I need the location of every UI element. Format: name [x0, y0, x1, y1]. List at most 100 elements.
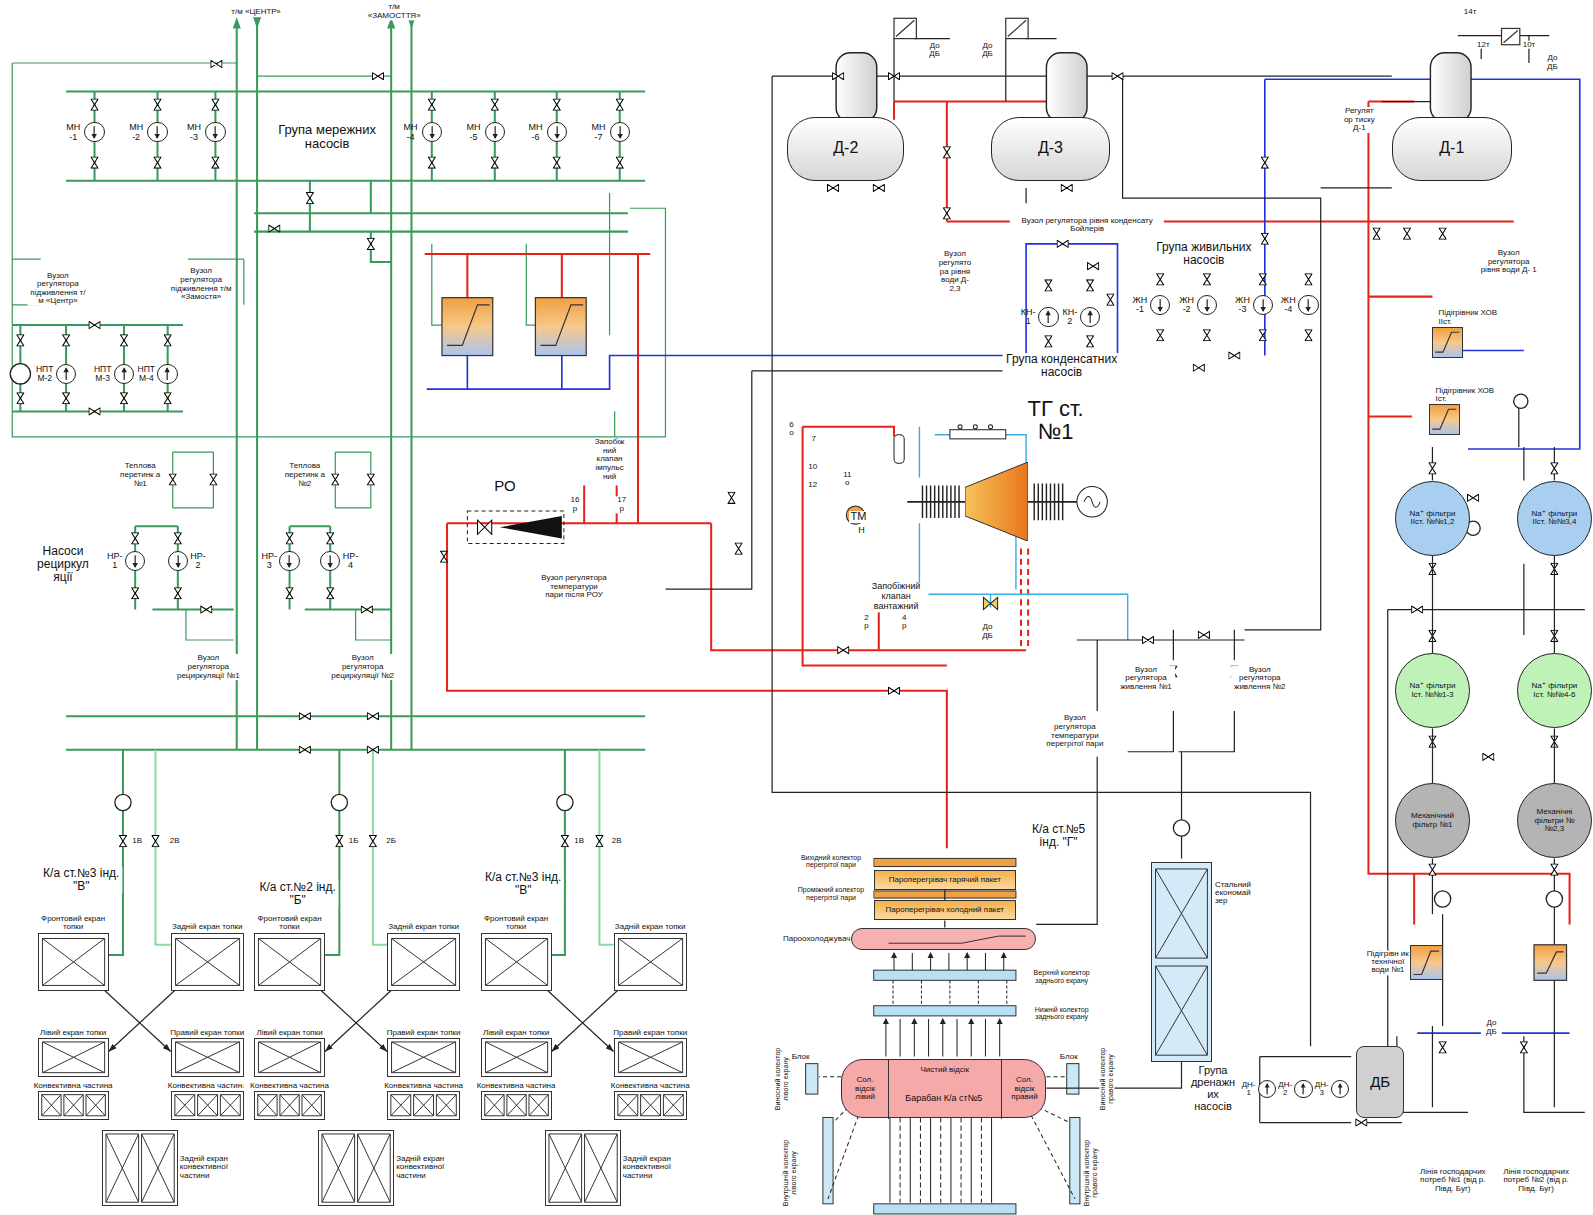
panel-cross	[391, 1095, 411, 1116]
panel-cross	[392, 1042, 456, 1073]
drum-compartment: Сол. відсік лівий	[842, 1060, 889, 1119]
heater-box: Підігрівн ик технічної води №1	[1410, 945, 1443, 981]
text-label: Н	[857, 526, 866, 536]
panel-cross	[1156, 868, 1208, 957]
panel-inner	[618, 1042, 682, 1073]
panel-tubes	[255, 934, 324, 990]
pump-symbol: ЖН -2	[1197, 295, 1217, 315]
node-label: Підігрівник ХОВ Іст.	[1435, 387, 1498, 404]
panel-tubes	[388, 934, 459, 990]
panel-tubes	[388, 1092, 459, 1118]
node-label: НПТ М-4	[136, 365, 156, 383]
node-label: НР- 2	[189, 551, 207, 570]
panel-inner	[640, 1095, 660, 1116]
node-label: Правий екран топки	[385, 1029, 462, 1037]
boiler-drum: Барабан К/а ст№5Сол. відсік лівийЧистий …	[841, 1059, 1046, 1118]
pump-arrow	[548, 123, 566, 141]
panel-cross	[392, 938, 456, 985]
economizer-cross	[1152, 863, 1211, 1061]
node-label: Пароперегрівач гарячий пакет	[889, 876, 1001, 884]
pump-arrow-head	[1338, 1083, 1343, 1088]
pump-arrow-head	[287, 563, 292, 568]
text-label: К/а ст.№3 інд. "В"	[41, 867, 122, 893]
panel-inner	[548, 1134, 581, 1202]
panel-inner	[280, 1095, 299, 1116]
text-label: 14т	[1463, 8, 1478, 17]
screen-panel: Лівий екран топки	[254, 1038, 325, 1077]
text-label: 12	[807, 480, 818, 489]
text-label: 1В	[131, 837, 143, 846]
node-label: ДН- 3	[1314, 1081, 1330, 1098]
panel-cross	[618, 1042, 682, 1073]
screen-panel: Задній екран топки	[171, 933, 244, 991]
panel-cross	[258, 1095, 277, 1116]
node-label: МН -4	[400, 123, 420, 142]
text-label: 16 р	[567, 496, 583, 513]
panel-tubes	[39, 1092, 108, 1118]
node-label: Д-1	[1439, 140, 1464, 157]
panel-cross	[280, 1095, 299, 1116]
filter-vessel: Механічні фільтри №№2,3	[1517, 783, 1592, 858]
pump-symbol: КН- 1	[1038, 307, 1058, 327]
pump-symbol: МН -6	[547, 122, 567, 142]
screen-panel: Фронтовий екран топки	[254, 933, 325, 991]
rear-screen-panel: Задній екран конвективної частини	[318, 1130, 394, 1206]
node-label: Задній екран конвективної частини	[180, 1155, 239, 1180]
heater-box: Підігрівник ХОВ ІІст.	[1432, 327, 1462, 357]
turbine-body	[965, 462, 1028, 541]
node-label: Задній екран топки	[169, 923, 246, 931]
node-label: ЖН -1	[1131, 295, 1149, 314]
node-label: Задній екран топки	[612, 923, 689, 931]
text-label: 12т	[1476, 40, 1491, 49]
panel-cross	[175, 1095, 195, 1116]
heater-coil	[1430, 405, 1458, 433]
panel-inner	[663, 1095, 683, 1116]
panel-inner	[63, 1095, 82, 1116]
node-label: ТГ ст.№1	[1018, 397, 1093, 443]
pump-arrow	[158, 365, 176, 383]
panel-inner	[258, 938, 320, 985]
text-label: 1Б	[348, 837, 360, 846]
panel-inner	[1156, 868, 1208, 957]
node-label: НПТ М-3	[92, 365, 112, 383]
node-label: Д-2	[833, 140, 858, 157]
deaerator-tank: Д-1	[1392, 117, 1512, 181]
filter-vessel: Na⁺ фільтри ІІст. №№3,4	[1517, 481, 1592, 556]
thin-network-pipes	[12, 63, 665, 665]
text-label: Внутрішній колектор правого екрану	[1084, 1132, 1099, 1215]
panel-tubes	[39, 1039, 108, 1076]
text-label: До ДБ	[925, 42, 945, 59]
filter-vessel: Na⁺ фільтри Іст. №№1-3	[1395, 653, 1470, 728]
panel-inner	[86, 1095, 105, 1116]
pipe-connector	[944, 890, 945, 900]
network-pipes	[12, 22, 645, 955]
pump-symbol: МН -1	[84, 122, 104, 142]
node-label: Лівий екран топки	[251, 1029, 328, 1037]
text-label: Вузол регулятора рівня води Д- 1	[1479, 249, 1538, 275]
text-label: Виносний колектор правого екрану	[1100, 1037, 1115, 1120]
panel-cross	[506, 1095, 525, 1116]
panel-cross	[258, 938, 320, 985]
node-label: Конвективна частина	[469, 1082, 562, 1090]
panel-inner	[322, 1134, 355, 1202]
pump-symbol: НПТ М-4	[157, 364, 177, 384]
panel-cross	[42, 1042, 104, 1073]
screen-panel: Задній екран топки	[387, 933, 460, 991]
panel-inner	[392, 1042, 456, 1073]
panel-tubes	[172, 1039, 243, 1076]
panel-tubes	[103, 1131, 177, 1205]
panel-inner	[175, 1095, 195, 1116]
text-label: Група мережних насосів	[275, 123, 379, 151]
panel-inner	[106, 1134, 139, 1202]
pump-arrow-head	[155, 134, 160, 139]
superheater-collectors	[806, 858, 1080, 1214]
panel-cross	[302, 1095, 321, 1116]
panel-cross	[584, 1134, 617, 1202]
panel-cross	[106, 1134, 139, 1202]
panel-tubes	[319, 1131, 393, 1205]
panel-cross	[548, 1134, 581, 1202]
node-label: МН -5	[463, 123, 483, 142]
panel-cross	[63, 1095, 82, 1116]
text-label: Вузол регулятора рівня конденсату Бойлер…	[1010, 217, 1164, 234]
text-label: 10	[807, 463, 818, 472]
